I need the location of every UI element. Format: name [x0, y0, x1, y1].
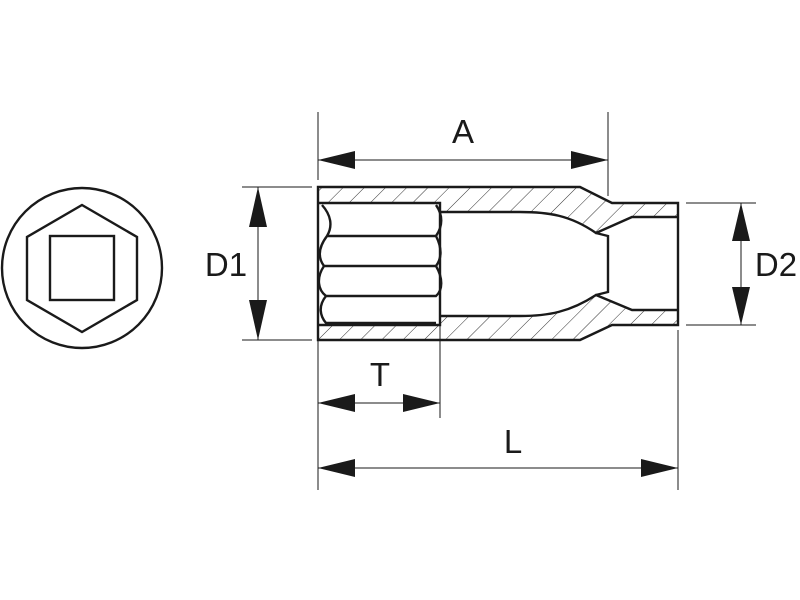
end-view-outer-circle [0, 186, 164, 350]
dimension-t-arrow-left [318, 394, 355, 412]
top-wall-hatch [318, 187, 678, 233]
end-view-hexagon [25, 203, 139, 334]
hex-cavity-facets [317, 204, 443, 325]
dimension-t-label: T [370, 356, 390, 393]
dimension-l-arrow-right [641, 459, 678, 477]
dimension-l-arrow-left [318, 459, 355, 477]
dimension-l: L [317, 330, 679, 490]
end-view-square-drive [48, 234, 116, 302]
dimension-d1: D1 [205, 186, 312, 341]
dimension-t-arrow-right [403, 394, 440, 412]
dimension-a-arrow-left [318, 151, 355, 169]
dimension-d1-label: D1 [205, 246, 247, 283]
socket-end-view [0, 186, 164, 350]
hex-cavity-outline [318, 201, 442, 327]
dimension-t: T [317, 325, 441, 418]
dimension-d2-arrow-bottom [732, 287, 750, 325]
dimension-d2-label: D2 [755, 246, 797, 283]
square-drive-outline [595, 231, 610, 297]
dimension-d2: D2 [686, 202, 797, 326]
dimension-d1-arrow-bottom [249, 300, 267, 340]
dimension-a: A [317, 112, 609, 196]
bottom-wall-hatch [318, 295, 678, 340]
dimension-l-label: L [504, 423, 522, 460]
socket-section-view [316, 185, 680, 342]
dimension-d1-arrow-top [249, 187, 267, 227]
bore-outline [440, 210, 678, 318]
dimension-a-arrow-right [571, 151, 608, 169]
dimension-a-label: A [452, 113, 474, 150]
socket-outer-contour [316, 185, 680, 342]
dimension-d2-arrow-top [732, 203, 750, 241]
